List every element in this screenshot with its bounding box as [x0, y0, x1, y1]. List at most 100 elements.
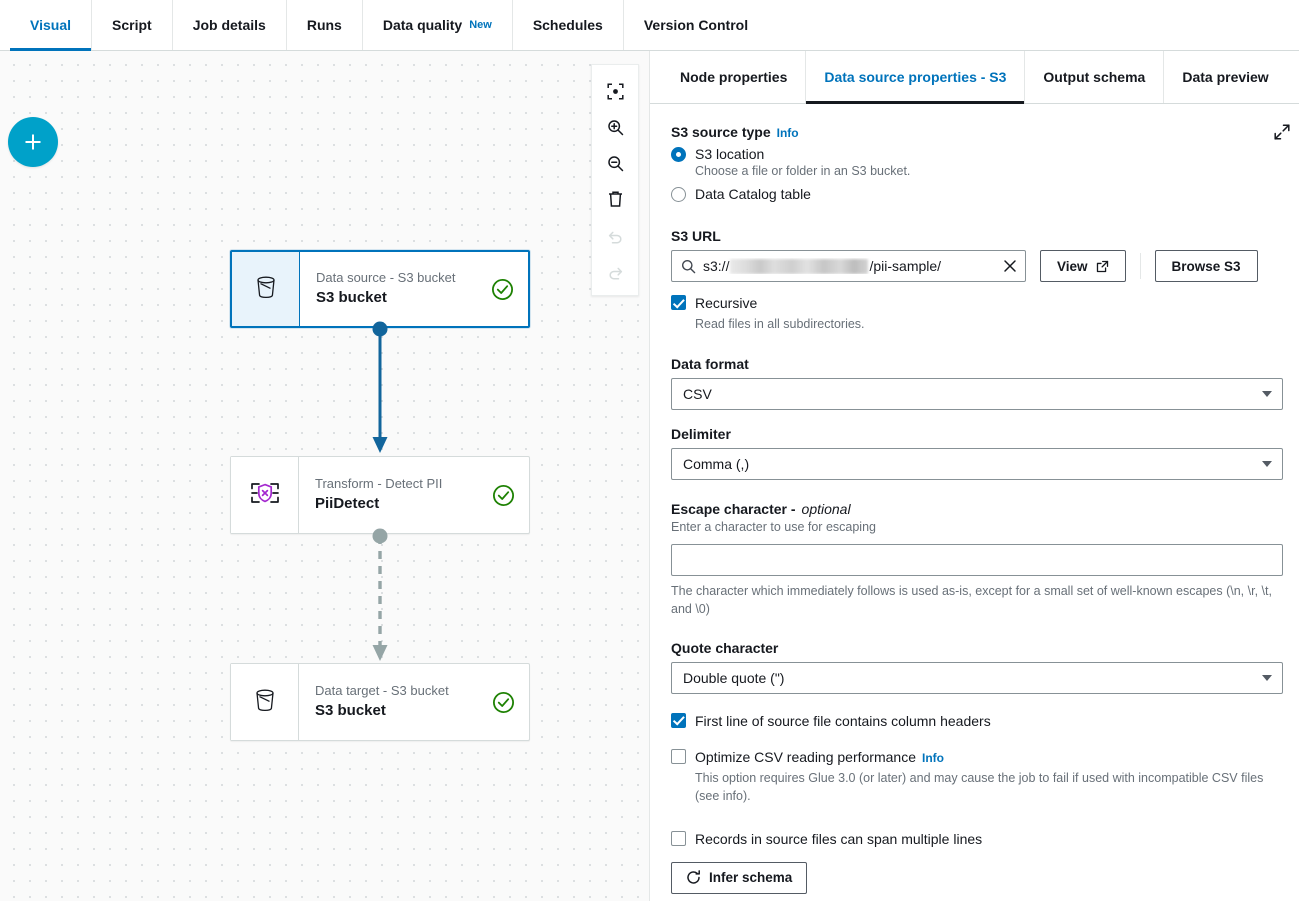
redo-icon	[607, 263, 624, 280]
escape-character-label: Escape character - optional	[671, 501, 1283, 517]
panel-content: S3 source type Info S3 location Choose a…	[650, 104, 1299, 901]
s3-url-label-text: S3 URL	[671, 228, 721, 244]
node-status-valid-icon	[492, 484, 515, 507]
tab-data-source-properties-s3[interactable]: Data source properties - S3	[806, 51, 1026, 104]
s3-url-value: s3:// /pii-sample/	[703, 258, 996, 274]
data-format-select[interactable]: CSV	[671, 378, 1283, 411]
redo-button[interactable]	[595, 253, 635, 289]
recursive-checkbox-row[interactable]: Recursive	[671, 294, 1283, 312]
infer-schema-button-label: Infer schema	[709, 870, 793, 886]
s3-url-row: s3:// /pii-sample/ View	[671, 250, 1283, 282]
escape-character-footnote: The character which immediately follows …	[671, 584, 1272, 616]
tab-output-schema[interactable]: Output schema	[1025, 51, 1165, 103]
zoom-in-icon	[607, 119, 624, 136]
tab-data-preview[interactable]: Data preview	[1164, 51, 1286, 103]
recursive-checkbox[interactable]	[671, 295, 686, 310]
quote-character-select[interactable]: Double quote (")	[671, 661, 1283, 694]
first-line-headers-checkbox[interactable]	[671, 712, 686, 728]
radio-s3-location-label: S3 location	[695, 146, 765, 162]
tab-job-details-label: Job details	[192, 17, 266, 33]
multiline-records-label: Records in source files can span multipl…	[695, 830, 983, 847]
tab-data-quality[interactable]: Data quality New	[363, 0, 513, 50]
s3-url-prefix: s3://	[703, 258, 730, 274]
optimize-csv-checkbox[interactable]	[671, 748, 686, 764]
main-tab-bar: Visual Script Job details Runs Data qual…	[0, 0, 1299, 51]
quote-character-label: Quote character	[671, 640, 1283, 656]
external-link-icon	[1096, 260, 1109, 273]
s3-bucket-icon	[249, 684, 281, 721]
s3-url-label: S3 URL	[671, 228, 1283, 244]
connector-source-to-transform	[360, 321, 400, 456]
tab-node-properties[interactable]: Node properties	[662, 51, 807, 103]
tab-script[interactable]: Script	[92, 0, 173, 50]
graph-node-data-target[interactable]: Data target - S3 bucket S3 bucket	[230, 663, 530, 741]
radio-s3-location-hint: Choose a file or folder in an S3 bucket.	[695, 164, 911, 178]
tab-visual-label: Visual	[30, 17, 71, 33]
tab-data-source-properties-s3-label: Data source properties - S3	[824, 69, 1007, 85]
optimize-csv-row[interactable]: Optimize CSV reading performance Info	[671, 748, 1283, 767]
node-status-valid-icon	[491, 278, 514, 301]
s3-url-input[interactable]: s3:// /pii-sample/	[671, 250, 1026, 282]
quote-character-value: Double quote (")	[683, 669, 785, 686]
tab-output-schema-label: Output schema	[1043, 69, 1146, 85]
browse-s3-button[interactable]: Browse S3	[1154, 250, 1258, 282]
s3-url-suffix: /pii-sample/	[869, 258, 942, 274]
node-icon-cell	[232, 252, 300, 326]
add-node-button[interactable]	[8, 117, 58, 167]
job-graph-canvas[interactable]: Data source - S3 bucket S3 bucket	[0, 51, 649, 901]
view-button[interactable]: View	[1040, 250, 1126, 282]
radio-data-catalog-table-label: Data Catalog table	[695, 186, 811, 202]
node-body: Transform - Detect PII PiiDetect	[299, 457, 529, 533]
node-text: Data source - S3 bucket S3 bucket	[316, 270, 455, 308]
delimiter-value: Comma (,)	[683, 456, 750, 473]
tab-runs[interactable]: Runs	[287, 0, 363, 50]
optimize-csv-info-link[interactable]: Info	[922, 750, 944, 765]
chevron-down-icon	[1262, 391, 1272, 398]
search-icon	[681, 259, 696, 274]
tab-node-properties-label: Node properties	[680, 69, 788, 85]
tab-version-control-label: Version Control	[643, 17, 749, 33]
radio-option-s3-location[interactable]: S3 location	[671, 146, 1283, 162]
escape-character-optional-text: optional	[801, 501, 851, 518]
optimize-csv-label-wrap: Optimize CSV reading performance Info	[695, 748, 944, 767]
tab-visual[interactable]: Visual	[10, 0, 92, 51]
radio-s3-location[interactable]	[671, 146, 686, 162]
delete-node-button[interactable]	[595, 181, 635, 217]
tab-schedules[interactable]: Schedules	[513, 0, 624, 50]
node-text: Data target - S3 bucket S3 bucket	[315, 683, 449, 721]
delimiter-select[interactable]: Comma (,)	[671, 448, 1283, 481]
zoom-out-button[interactable]	[595, 145, 635, 181]
first-line-headers-label: First line of source file contains colum…	[695, 712, 991, 729]
tab-job-details[interactable]: Job details	[173, 0, 287, 50]
first-line-headers-row[interactable]: First line of source file contains colum…	[671, 712, 1283, 730]
detect-pii-icon	[248, 477, 282, 514]
node-icon-cell	[231, 457, 299, 533]
tab-version-control[interactable]: Version Control	[624, 0, 768, 50]
tab-schedules-label: Schedules	[532, 17, 603, 33]
radio-option-data-catalog-table[interactable]: Data Catalog table	[671, 186, 1283, 202]
escape-character-input[interactable]	[671, 544, 1283, 577]
s3-bucket-icon	[250, 271, 282, 308]
expand-panel-icon[interactable]	[1273, 123, 1291, 141]
graph-node-transform-piidetect[interactable]: Transform - Detect PII PiiDetect	[230, 456, 530, 534]
node-body: Data source - S3 bucket S3 bucket	[300, 252, 528, 326]
close-icon[interactable]	[1003, 259, 1017, 273]
zoom-in-button[interactable]	[595, 109, 635, 145]
browse-s3-button-label: Browse S3	[1171, 258, 1241, 274]
undo-button[interactable]	[595, 217, 635, 253]
delimiter-label: Delimiter	[671, 426, 1283, 442]
infer-schema-button[interactable]: Infer schema	[671, 861, 808, 894]
multiline-records-row[interactable]: Records in source files can span multipl…	[671, 830, 1283, 848]
canvas-toolbar	[591, 64, 639, 296]
radio-data-catalog-table[interactable]	[671, 186, 686, 202]
tab-data-preview-label: Data preview	[1182, 69, 1269, 85]
s3-source-type-info-link[interactable]: Info	[776, 126, 799, 140]
chevron-down-icon	[1262, 674, 1272, 681]
escape-character-label-text: Escape character -	[671, 501, 796, 518]
multiline-records-checkbox[interactable]	[671, 830, 686, 846]
fit-to-screen-button[interactable]	[595, 73, 635, 109]
graph-node-data-source[interactable]: Data source - S3 bucket S3 bucket	[230, 250, 530, 328]
node-subtitle: Data target - S3 bucket	[315, 683, 449, 698]
data-format-label-text: Data format	[671, 356, 749, 373]
panel-tab-bar: Node properties Data source properties -…	[650, 51, 1299, 104]
